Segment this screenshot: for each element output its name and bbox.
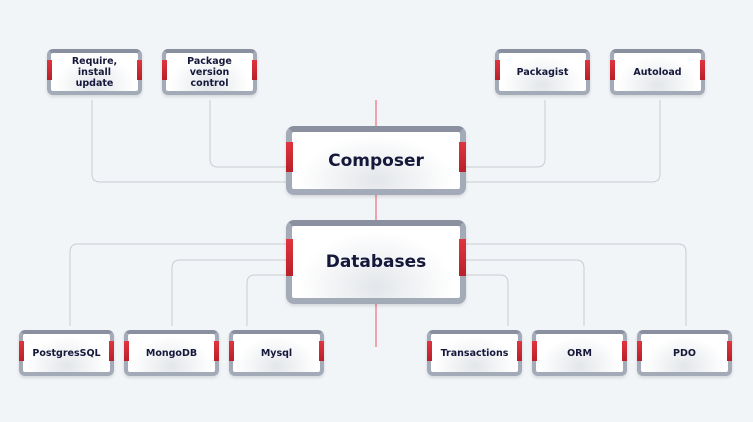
node-label: Databases	[325, 252, 427, 272]
node-package-version-control: Package version control	[162, 49, 257, 95]
node-label: Composer	[328, 150, 424, 171]
connector-package-version	[209, 100, 286, 168]
connector-postgres	[69, 243, 286, 326]
node-transactions: Transactions	[427, 330, 522, 376]
node-databases: Databases	[286, 220, 466, 304]
node-label: Autoload	[633, 66, 682, 78]
node-label: PDO	[673, 347, 696, 359]
node-mysql: Mysql	[229, 330, 324, 376]
connector-require	[91, 100, 286, 183]
node-packagist: Packagist	[495, 49, 590, 95]
connector-mongodb	[171, 259, 286, 326]
node-mongodb: MongoDB	[124, 330, 219, 376]
connector-autoload	[466, 100, 661, 183]
node-pdo: PDO	[637, 330, 732, 376]
node-label: Package version control	[187, 55, 232, 89]
connector-transactions	[466, 274, 509, 326]
node-orm: ORM	[532, 330, 627, 376]
node-label: Mysql	[260, 347, 293, 359]
connector-mysql	[246, 274, 286, 326]
node-label: ORM	[567, 347, 592, 359]
node-postgressql: PostgresSQL	[19, 330, 114, 376]
connector-packagist	[466, 100, 546, 168]
connector-orm	[466, 259, 585, 326]
node-label: MongoDB	[145, 347, 198, 359]
node-label: PostgresSQL	[32, 347, 101, 359]
node-label: Packagist	[516, 66, 569, 78]
node-composer: Composer	[286, 126, 466, 195]
node-label: Transactions	[440, 347, 509, 359]
connector-pdo	[466, 243, 687, 326]
node-label: Require, install update	[71, 55, 118, 89]
node-autoload: Autoload	[610, 49, 705, 95]
node-require-install-update: Require, install update	[47, 49, 142, 95]
